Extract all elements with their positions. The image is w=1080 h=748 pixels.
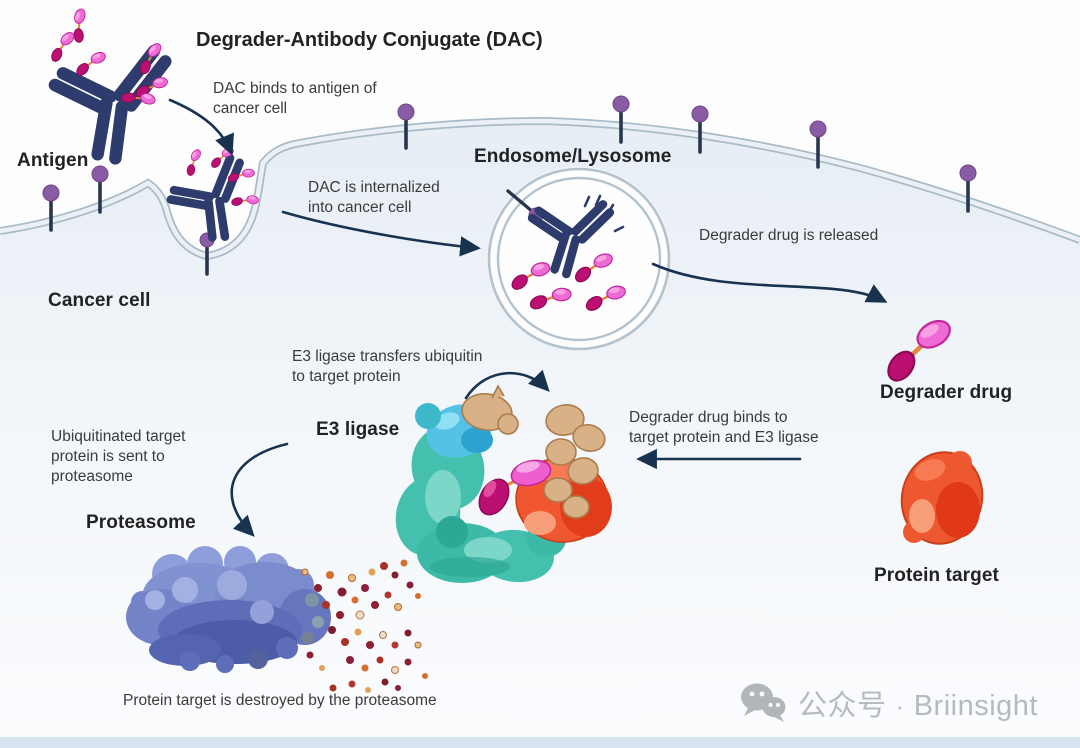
label-degrader-drug: Degrader drug [880,382,1013,403]
watermark: 公众号 · Briinsight [738,682,1038,724]
wechat-icon [741,683,786,722]
step-ubiquitin-transfer: E3 ligase transfers ubiquitin to target … [292,348,483,385]
arrow-ubiquitin-transfer [464,369,550,400]
dac-antibody [41,4,171,163]
arrow-internalized [281,210,481,257]
e3-ligase-complex [395,384,612,583]
protein-target-molecule [900,451,984,545]
antibody-in-endosome [506,189,625,281]
label-e3-ligase: E3 ligase [316,419,400,440]
bottom-edge-strip [0,737,1080,748]
antigen-pins [42,95,977,232]
watermark-account: Briinsight [913,690,1038,722]
step-drug-released: Degrader drug is released [699,227,879,244]
dac-in-endocytic-pit [166,144,262,276]
arrow-drug-released [651,262,888,303]
label-proteasome: Proteasome [86,512,196,533]
watermark-separator: · [895,691,905,721]
step-dac-internalized: DAC is internalized into cancer cell [308,179,440,216]
arrow-dac-binds [168,98,234,156]
flow-arrows [168,98,888,537]
proteasome-structure [126,546,331,673]
step-target-destroyed: Protein target is destroyed by the prote… [123,692,437,709]
ubiquitin-chain [543,404,606,519]
endosome-lysosome [486,166,672,352]
ubiquitin-top [461,384,519,435]
label-endosome-lysosome: Endosome/Lysosome [474,146,672,167]
protein-debris-particles [301,559,428,693]
watermark-platform: 公众号 [798,690,887,722]
step-drug-binds-complex: Degrader drug binds to target protein an… [629,409,819,446]
step-dac-binds: DAC binds to antigen of cancer cell [213,80,377,117]
label-cancer-cell: Cancer cell [48,290,151,311]
arrow-to-proteasome [230,442,289,537]
degrader-in-complex [478,459,552,516]
diagram-title: Degrader-Antibody Conjugate (DAC) [196,29,543,51]
step-sent-to-proteasome: Ubiquitinated target protein is sent to … [51,428,186,485]
label-antigen: Antigen [17,150,89,171]
watermark-text: 公众号 · Briinsight [798,682,1038,724]
label-protein-target: Protein target [874,565,999,586]
